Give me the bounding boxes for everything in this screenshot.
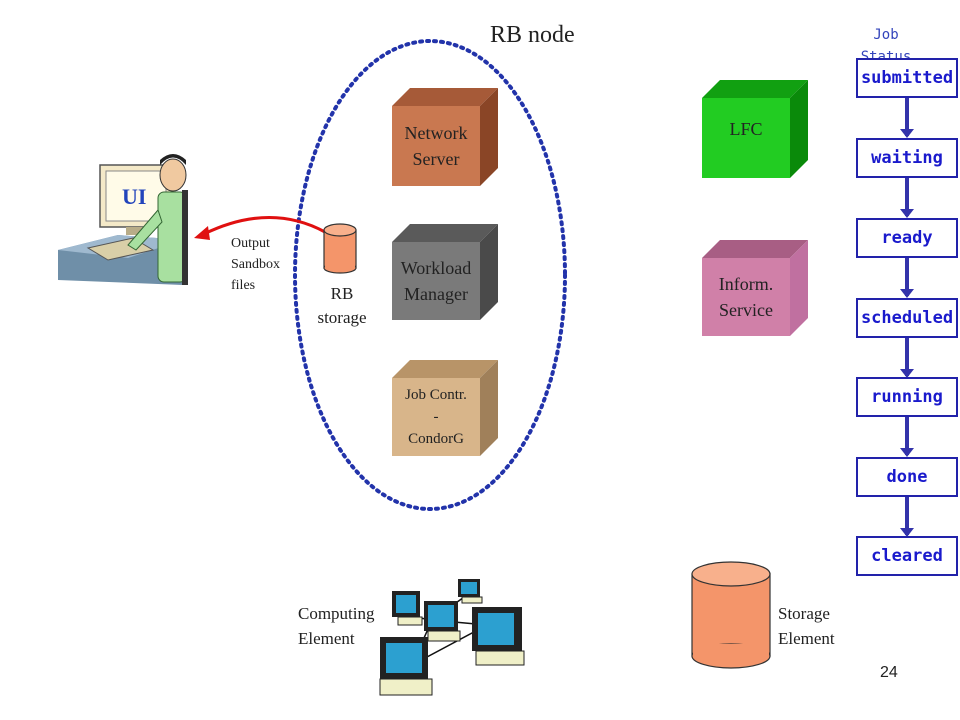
user-at-computer-icon (58, 154, 188, 285)
workload-manager-box[interactable]: Workload Manager (392, 224, 498, 320)
network-server-label-line2: Server (412, 149, 460, 169)
network-server-shape (392, 88, 498, 186)
status-arrow-5 (900, 417, 914, 457)
inform-service-label-line1: Inform. (718, 274, 774, 294)
computing-element-icon[interactable] (372, 575, 532, 705)
workload-manager-label-line2: Manager (404, 284, 468, 304)
inform-service-box[interactable]: Inform. Service (702, 240, 808, 336)
status-scheduled[interactable]: scheduled (856, 298, 958, 338)
status-ready[interactable]: ready (856, 218, 958, 258)
job-controller-label-line1: Job Contr. (405, 387, 467, 403)
ui-workstation[interactable]: UI (58, 150, 188, 290)
rb-node-title: RB node (490, 22, 575, 48)
rb-storage-cylinder[interactable] (322, 222, 358, 274)
inform-service-label-line2: Service (719, 300, 773, 320)
lfc-shape (702, 80, 808, 178)
status-done[interactable]: done (856, 457, 958, 497)
output-sandbox-label: Output Sandbox files (231, 236, 280, 293)
ui-label: UI (122, 184, 147, 209)
status-cleared[interactable]: cleared (856, 536, 958, 576)
status-arrow-4 (900, 338, 914, 378)
job-controller-label-line2: - (433, 409, 439, 425)
workload-manager-label-line1: Workload (400, 258, 472, 278)
status-arrow-1 (900, 98, 914, 138)
lfc-box[interactable]: LFC (702, 80, 808, 178)
job-controller-shape (392, 360, 498, 456)
status-running[interactable]: running (856, 377, 958, 417)
status-arrow-6 (900, 497, 914, 537)
page-number: 24 (880, 664, 898, 681)
network-server-label-line1: Network (404, 123, 468, 143)
status-waiting[interactable]: waiting (856, 138, 958, 178)
job-controller-label-line3: CondorG (408, 431, 464, 447)
job-controller-box[interactable]: Job Contr. - CondorG (392, 360, 498, 456)
status-arrow-3 (900, 258, 914, 298)
inform-service-shape (702, 240, 808, 336)
status-submitted[interactable]: submitted (856, 58, 958, 98)
storage-element-label: Storage Element (778, 604, 835, 648)
rb-storage-label: RB storage (317, 284, 367, 327)
computing-element-label: Computing Element (298, 604, 375, 648)
lfc-label: LFC (729, 119, 763, 139)
output-sandbox-arrow (194, 216, 326, 240)
network-server-box[interactable]: Network Server (392, 88, 498, 186)
status-arrow-2 (900, 178, 914, 218)
rb-node-ellipse (293, 39, 567, 511)
storage-element-cylinder[interactable] (690, 560, 772, 672)
workload-manager-shape (392, 224, 498, 320)
